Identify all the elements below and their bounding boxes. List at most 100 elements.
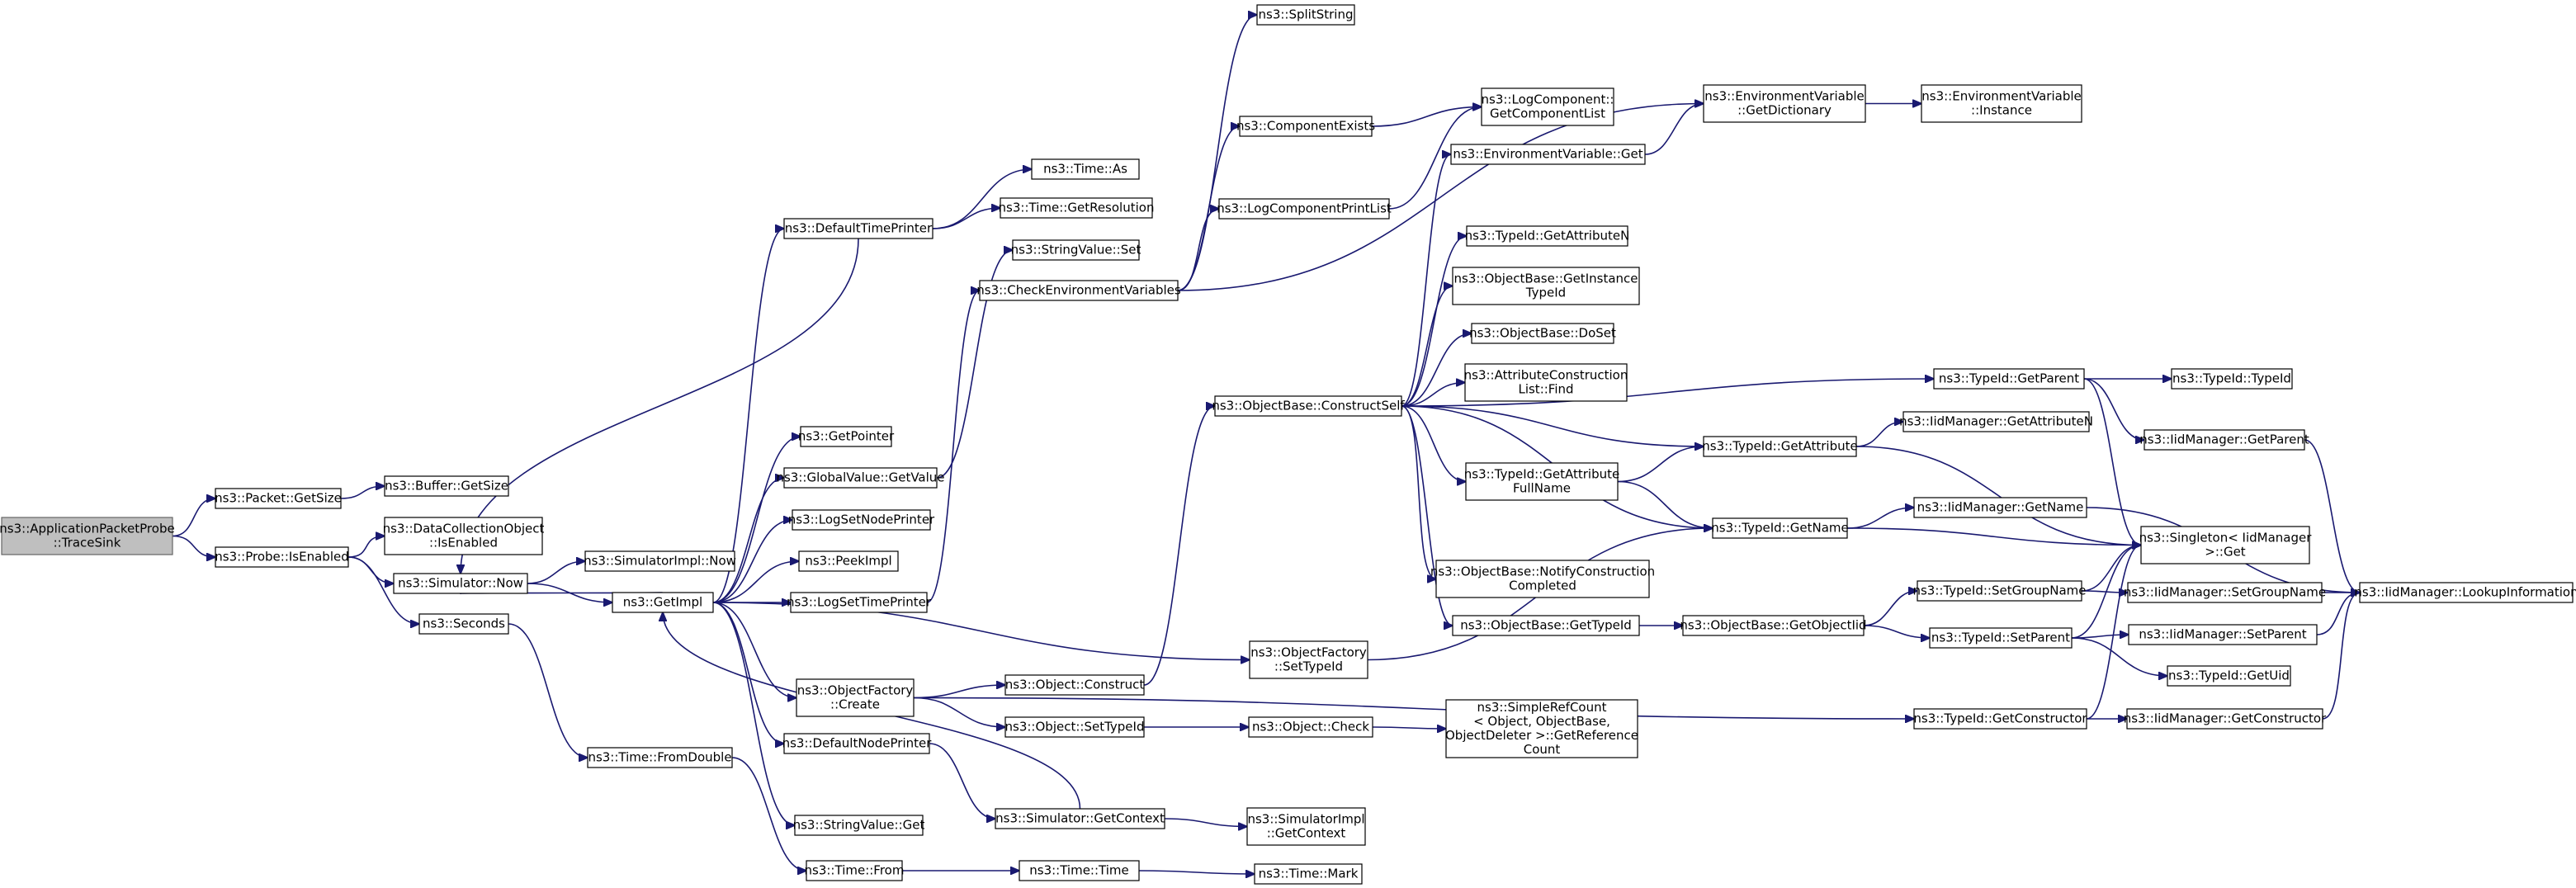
node-iidmanager_getname[interactable]: ns3::IidManager::GetName [1913,497,2087,518]
node-box [798,550,899,572]
node-objectbase_gettypeid[interactable]: ns3::ObjectBase::GetTypeId [1452,615,1640,636]
node-defaultnodeprinter[interactable]: ns3::DefaultNodePrinter [782,733,933,754]
node-iidmanager_setparent[interactable]: ns3::IidManager::SetParent [2128,624,2318,645]
node-iidmanager_getconstructor[interactable]: ns3::IidManager::GetConstructor [2124,708,2327,730]
node-defaulttimeprinter[interactable]: ns3::DefaultTimePrinter [783,218,934,239]
node-dco_isenabled[interactable]: ns3::DataCollectionObject::IsEnabled [383,517,545,555]
node-globalvalue_getvalue[interactable]: ns3::GlobalValue::GetValue [776,467,945,489]
node-label: ns3::Seconds [423,616,505,631]
node-singleton_get[interactable]: ns3::Singleton< IidManager >::Get [2139,526,2313,564]
node-logsetnodeprinter[interactable]: ns3::LogSetNodePrinter [788,509,935,531]
node-checkenv[interactable]: ns3::CheckEnvironmentVariables [976,280,1181,301]
node-objectbase_doset[interactable]: ns3::ObjectBase::DoSet [1469,323,1616,344]
node-label: ns3::CheckEnvironmentVariables [976,283,1181,298]
edge-arrow [1855,422,1903,447]
node-time_time[interactable]: ns3::Time::Time [1019,860,1140,881]
node-iidmanager_getparent[interactable]: ns3::IidManager::GetParent [2139,429,2309,451]
node-logcomponentprintlist[interactable]: ns3::LogComponentPrintList [1217,198,1392,220]
node-object_check[interactable]: ns3::Object::Check [1248,716,1373,738]
edge-arrow [2322,593,2360,720]
node-iidmanager_getattributen[interactable]: ns3::IidManager::GetAttributeN [1899,411,2093,432]
node-peekimpl[interactable]: ns3::PeekImpl [798,550,899,572]
node-stringvalue_get[interactable]: ns3::StringValue::Get [793,815,925,836]
edge-time_fromdouble-to-time_from [731,757,806,871]
node-label: ns3::Simulator::GetContext [995,811,1165,826]
node-stringvalue_set[interactable]: ns3::StringValue::Set [1011,239,1141,261]
edge-packet_getsize-to-buffer_getsize [340,486,385,499]
node-time_as[interactable]: ns3::Time::As [1031,158,1140,180]
node-typeid_getname[interactable]: ns3::TypeId::GetName [1711,517,1849,539]
node-iidmanager_lookupinformation[interactable]: ns3::IidManager::LookupInformation [2354,582,2576,603]
edge-arrow [1401,236,1467,407]
node-box [1917,580,2082,602]
node-label: ns3::PeekImpl [805,554,891,569]
node-objectbase_notifyconstructioncompleted[interactable]: ns3::ObjectBase::NotifyConstructionCompl… [1430,560,1655,598]
node-typeid_getattribute[interactable]: ns3::TypeId::GetAttribute [1702,436,1858,457]
node-time_fromdouble[interactable]: ns3::Time::FromDouble [587,747,733,768]
edge-objectfactory_create-to-typeid_getconstructor [913,697,1914,720]
node-logsettimeprinter[interactable]: ns3::LogSetTimePrinter [787,592,932,613]
edge-arrow [347,536,385,558]
node-simplerefcount[interactable]: ns3::SimpleRefCount< Object, ObjectBase,… [1445,699,1638,758]
edge-objectbase_constructself-to-attributeconstructionlist_find [1401,383,1465,407]
node-typeid_getconstructor[interactable]: ns3::TypeId::GetConstructor [1913,708,2087,730]
node-label: ns3::IidManager::GetName [1917,500,2084,515]
node-envvar_getdictionary[interactable]: ns3::EnvironmentVariable::GetDictionary [1703,84,1866,123]
node-envvar_get[interactable]: ns3::EnvironmentVariable::Get [1450,144,1646,165]
edge-arrow [712,602,784,744]
node-object_construct[interactable]: ns3::Object::Construct [1004,674,1145,696]
node-time_mark[interactable]: ns3::Time::Mark [1254,863,1363,885]
node-label: ns3::SimpleRefCount [1477,700,1607,715]
node-typeid_typeid[interactable]: ns3::TypeId::TypeId [2171,368,2293,390]
node-packet_getsize[interactable]: ns3::Packet::GetSize [215,488,342,509]
node-time_getresolution[interactable]: ns3::Time::GetResolution [999,197,1155,219]
node-objectfactory_create[interactable]: ns3::ObjectFactory::Create [796,678,915,717]
node-label: ns3::IidManager::SetGroupName [2124,585,2326,600]
node-componentexists[interactable]: ns3::ComponentExists [1236,116,1375,137]
node-sim_now[interactable]: ns3::Simulator::Now [393,573,528,594]
edge-defaulttimeprinter-to-sim_now [461,238,859,574]
node-getimpl[interactable]: ns3::GetImpl [612,592,714,613]
edge-arrow [1617,480,1713,529]
node-simulator_getcontext[interactable]: ns3::Simulator::GetContext [995,808,1165,829]
node-simimpl_getcontext[interactable]: ns3::SimulatorImpl::GetContext [1246,807,1366,846]
node-typeid_getparent[interactable]: ns3::TypeId::GetParent [1933,368,2085,390]
node-probe_isenabled[interactable]: ns3::Probe::IsEnabled [215,546,349,568]
node-box [1703,436,1857,457]
node-box [1921,84,2082,123]
node-root[interactable]: ns3::ApplicationPacketProbe::TraceSink [0,517,175,555]
node-box [794,815,924,836]
node-buffer_getsize[interactable]: ns3::Buffer::GetSize [384,475,509,497]
node-getpointer[interactable]: ns3::GetPointer [798,426,895,447]
edge-arrow [1617,446,1704,483]
node-envvar_instance[interactable]: ns3::EnvironmentVariable::Instance [1921,84,2082,123]
node-time_from[interactable]: ns3::Time::From [805,860,905,881]
node-typeid_getattributen[interactable]: ns3::TypeId::GetAttributeN [1465,225,1630,247]
node-iidmanager_setgroupname[interactable]: ns3::IidManager::SetGroupName [2124,582,2326,603]
node-label: < Object, ObjectBase, [1473,714,1610,729]
node-seconds[interactable]: ns3::Seconds [418,613,509,635]
node-label: ns3::SimulatorImpl [1247,812,1364,827]
node-label: ns3::ObjectFactory [1250,645,1367,660]
node-label: ns3::ComponentExists [1236,119,1375,134]
node-label: ns3::GlobalValue::GetValue [776,470,944,485]
node-label: GetComponentList [1490,106,1605,121]
node-objectbase_getobjectiid[interactable]: ns3::ObjectBase::GetObjectIid [1680,615,1867,636]
node-typeid_setgroupname[interactable]: ns3::TypeId::SetGroupName [1912,580,2087,602]
edge-arrow [461,238,859,574]
node-box [1218,198,1390,220]
node-typeid_getuid[interactable]: ns3::TypeId::GetUid [2167,665,2291,687]
edge-globalvalue_getvalue-to-stringvalue_set [936,250,1013,479]
node-object_settypeid[interactable]: ns3::Object::SetTypeId [1004,716,1145,738]
node-simimpl_now[interactable]: ns3::SimulatorImpl::Now [584,550,736,572]
edge-object_construct-to-objectbase_constructself [1143,406,1215,686]
node-splitstring[interactable]: ns3::SplitString [1256,4,1355,26]
node-logcomponent_getlist[interactable]: ns3::LogComponent::GetComponentList [1481,87,1614,126]
node-objectbase_constructself[interactable]: ns3::ObjectBase::ConstructSelf [1212,395,1405,417]
node-objectfactory_settypeid[interactable]: ns3::ObjectFactory::SetTypeId [1249,640,1368,679]
node-typeid_setparent[interactable]: ns3::TypeId::SetParent [1929,627,2073,649]
edge-objectbase_constructself-to-objectbase_notifyconstructioncompleted [1401,405,1436,579]
